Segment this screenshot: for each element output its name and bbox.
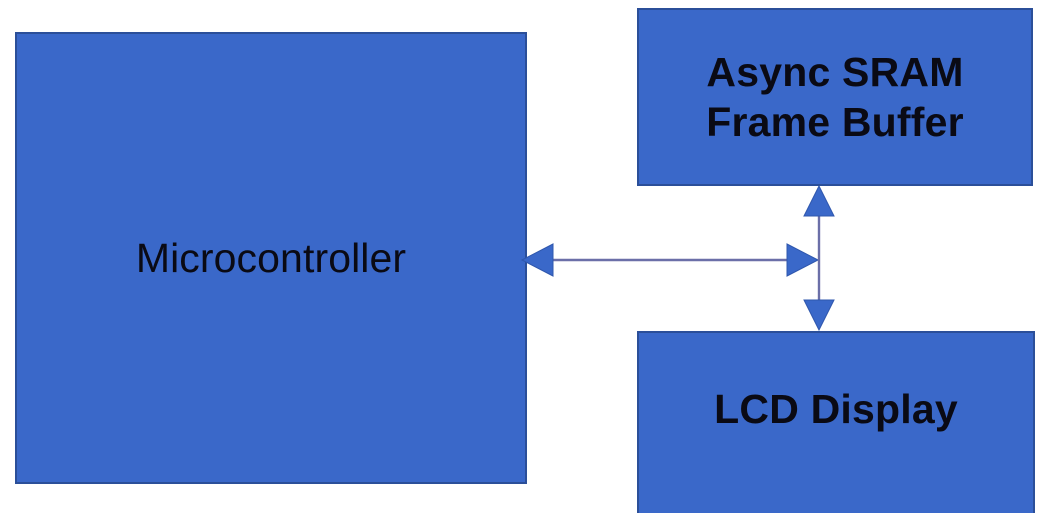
block-lcd-display-label: LCD Display — [714, 385, 958, 432]
arrow-head-up-icon — [803, 184, 835, 217]
block-microcontroller-label: Microcontroller — [135, 234, 407, 281]
block-microcontroller[interactable]: Microcontroller — [15, 32, 527, 484]
block-lcd-display[interactable]: LCD Display — [637, 331, 1035, 513]
block-async-sram-frame-buffer[interactable]: Async SRAM Frame Buffer — [637, 8, 1033, 186]
block-async-sram-frame-buffer-label-line-1: Async SRAM — [706, 48, 964, 95]
block-async-sram-frame-buffer-label: Async SRAM Frame Buffer — [639, 47, 1031, 147]
arrow-head-right-icon — [786, 243, 820, 277]
block-async-sram-frame-buffer-label-line-2: Frame Buffer — [706, 99, 964, 145]
arrow-head-down-icon — [803, 299, 835, 332]
connector-mcu-bus[interactable] — [520, 243, 820, 277]
connector-sram-lcd[interactable] — [803, 184, 835, 332]
